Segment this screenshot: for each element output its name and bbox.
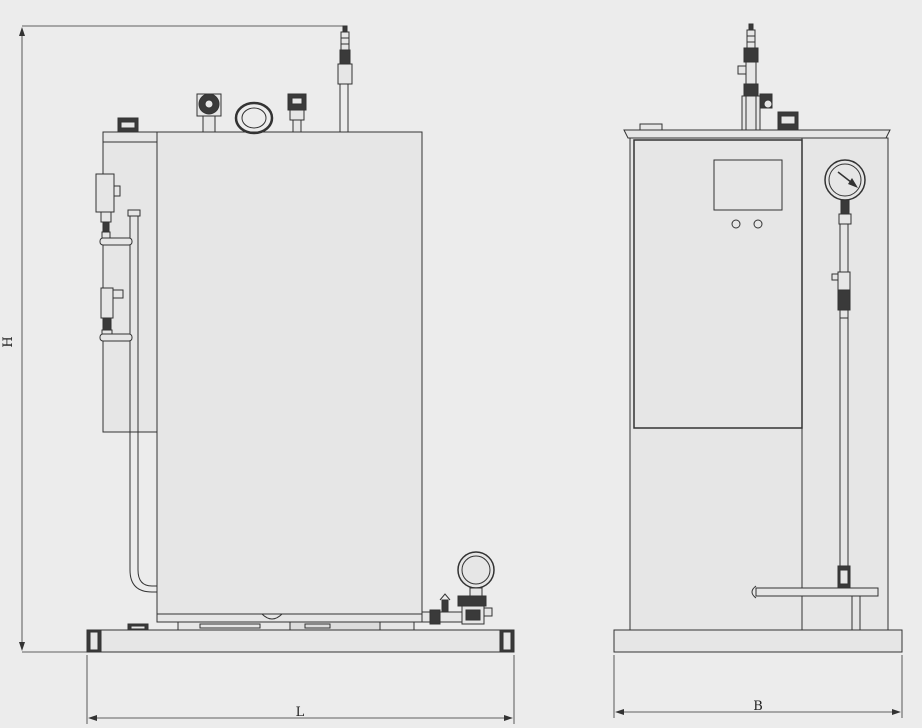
control-panel-door: [633, 139, 803, 429]
front-view: [613, 23, 903, 653]
side-pump-assembly: [421, 551, 495, 625]
side-valve-lower: [99, 287, 133, 342]
length-label: L: [296, 705, 305, 720]
side-top-cap: [116, 117, 140, 133]
front-pressure-gauge: [824, 159, 866, 225]
side-view: [86, 25, 515, 653]
display-screen: [713, 159, 783, 211]
breadth-label: B: [753, 699, 763, 714]
lifting-ring: [234, 101, 274, 135]
front-vertical-pipe: [831, 224, 851, 589]
side-main-tank: [156, 131, 423, 615]
side-drain-pipe: [127, 209, 157, 593]
side-base-frame: [86, 613, 515, 653]
side-safety-valve: [337, 25, 353, 132]
height-label: H: [1, 336, 16, 347]
front-base: [613, 629, 903, 653]
breadth-dimension: B: [613, 655, 903, 718]
front-bottom-pipe: [751, 585, 879, 631]
top-valve-small: [287, 93, 307, 133]
handwheel-valve: [196, 93, 222, 133]
side-valve-upper: [95, 173, 133, 246]
indicator-light-right: [753, 219, 763, 229]
indicator-light-left: [731, 219, 741, 229]
length-dimension: L: [86, 655, 515, 724]
front-safety-valve: [737, 23, 773, 131]
front-top-cap: [777, 111, 799, 131]
height-dimension: H: [1, 25, 345, 653]
